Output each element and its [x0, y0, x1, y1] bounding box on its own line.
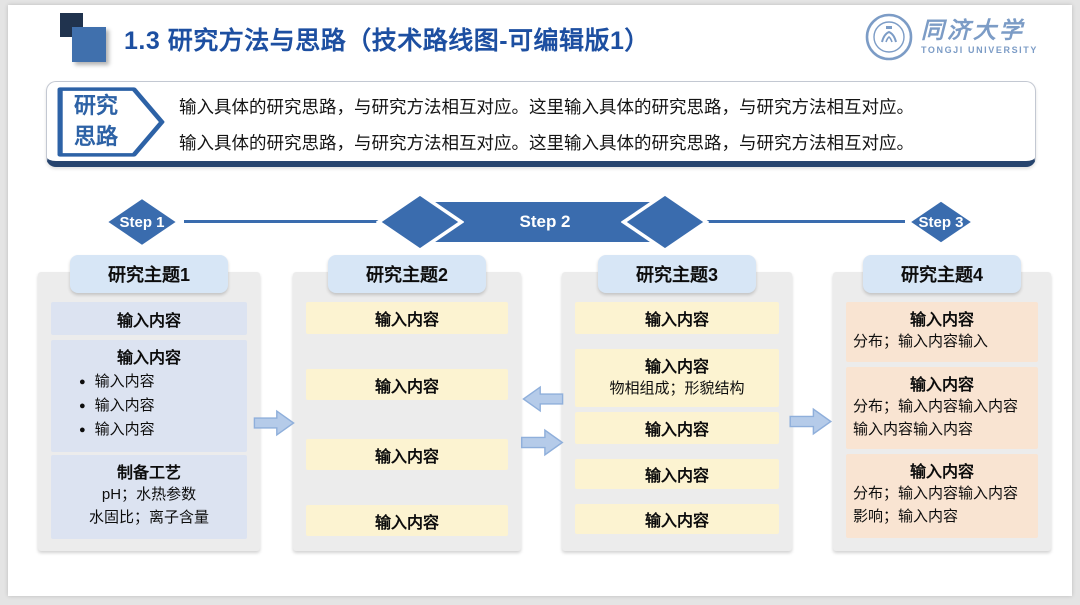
topic4-header: 研究主题4 [863, 255, 1021, 293]
approach-text-line1: 输入具体的研究思路，与研究方法相互对应。这里输入具体的研究思路，与研究方法相互对… [179, 97, 914, 117]
step2-right-diamond [621, 191, 709, 253]
step-connector-line-2 [705, 220, 905, 223]
topic2-container: 输入内容 输入内容 输入内容 输入内容 [293, 272, 521, 551]
arrow-col3-to-col2-icon [522, 385, 564, 413]
bullet-icon: ● [79, 424, 86, 436]
page-title: 1.3 研究方法与思路（技术路线图-可编辑版1） [124, 27, 650, 55]
topic3-box5: 输入内容 [575, 504, 779, 534]
diamond-shape-icon [376, 191, 464, 253]
research-approach-panel: 研究 思路 输入具体的研究思路，与研究方法相互对应。这里输入具体的研究思路，与研… [46, 81, 1036, 167]
topic4-container: 输入内容 分布；输入内容输入 输入内容 分布；输入内容输入内容输入内容输入内容 … [833, 272, 1051, 551]
bullet-item: ●输入内容 [79, 397, 155, 414]
approach-label-line2: 思路 [74, 123, 119, 149]
topic-column-3: 研究主题3 输入内容 输入内容 物相组成；形貌结构 输入内容 输入内容 输入内容 [562, 255, 792, 551]
topic2-box4: 输入内容 [306, 505, 508, 536]
topic3-container: 输入内容 输入内容 物相组成；形貌结构 输入内容 输入内容 输入内容 [562, 272, 792, 551]
topic4-box3: 输入内容 分布；输入内容输入内容影响；输入内容 [846, 454, 1038, 538]
topic4-box1: 输入内容 分布；输入内容输入 [846, 302, 1038, 362]
diamond-shape-icon [906, 198, 976, 246]
university-logo: 同济大学 TONGJI UNIVERSITY [865, 13, 1038, 61]
approach-text-line2: 输入具体的研究思路，与研究方法相互对应。这里输入具体的研究思路，与研究方法相互对… [179, 133, 914, 153]
topic-column-2: 研究主题2 输入内容 输入内容 输入内容 输入内容 [293, 255, 521, 551]
topic-column-4: 研究主题4 输入内容 分布；输入内容输入 输入内容 分布；输入内容输入内容输入内… [833, 255, 1051, 551]
arrow-col2-to-col3-icon [520, 428, 564, 457]
topic1-box2: 输入内容 ●输入内容 ●输入内容 ●输入内容 [51, 340, 247, 452]
topic1-header: 研究主题1 [70, 255, 228, 293]
bullet-item: ●输入内容 [79, 421, 155, 438]
step2-left-diamond [376, 191, 464, 253]
arrow-col1-to-col2-icon [253, 409, 295, 437]
topic1-box3: 制备工艺 pH；水热参数 水固比；离子含量 [51, 455, 247, 539]
bullet-icon: ● [79, 376, 86, 388]
pentagon-shape-icon [57, 87, 165, 157]
topic1-container: 输入内容 输入内容 ●输入内容 ●输入内容 ●输入内容 制备工艺 pH；水热参数… [38, 272, 260, 551]
topic3-header: 研究主题3 [598, 255, 756, 293]
diamond-shape-icon [103, 195, 181, 249]
topic3-box4: 输入内容 [575, 459, 779, 489]
bullet-item: ●输入内容 [79, 373, 155, 390]
step-connector-line-1 [184, 220, 392, 223]
arrow-col3-to-col4-icon [789, 407, 833, 436]
step3-label: Step 3 [918, 213, 964, 231]
topic-column-1: 研究主题1 输入内容 输入内容 ●输入内容 ●输入内容 ●输入内容 制备工艺 p… [38, 255, 260, 551]
step1-label: Step 1 [119, 213, 165, 231]
topic1-box1: 输入内容 [51, 302, 247, 335]
step1-diamond: Step 1 [100, 195, 184, 249]
approach-label-line1: 研究 [74, 93, 119, 118]
step3-diamond: Step 3 [903, 198, 979, 246]
topic4-box2: 输入内容 分布；输入内容输入内容输入内容输入内容 [846, 367, 1038, 449]
logo-en-text: TONGJI UNIVERSITY [920, 45, 1038, 55]
slide-canvas: 1.3 研究方法与思路（技术路线图-可编辑版1） 同济大学 TONGJI UNI… [8, 5, 1072, 596]
diamond-shape-icon [621, 191, 709, 253]
bullet-icon: ● [79, 400, 86, 412]
topic2-header: 研究主题2 [328, 255, 486, 293]
topic2-box2: 输入内容 [306, 369, 508, 400]
tongji-seal-icon [865, 13, 913, 61]
topic2-box3: 输入内容 [306, 439, 508, 470]
logo-cn-text: 同济大学 [920, 17, 1025, 44]
topic3-box2: 输入内容 物相组成；形貌结构 [575, 349, 779, 407]
research-approach-label: 研究 思路 [57, 87, 165, 157]
title-deco-square-light [72, 27, 106, 62]
topic2-box1: 输入内容 [306, 302, 508, 334]
topic3-box3: 输入内容 [575, 412, 779, 444]
topic3-box1: 输入内容 [575, 302, 779, 334]
